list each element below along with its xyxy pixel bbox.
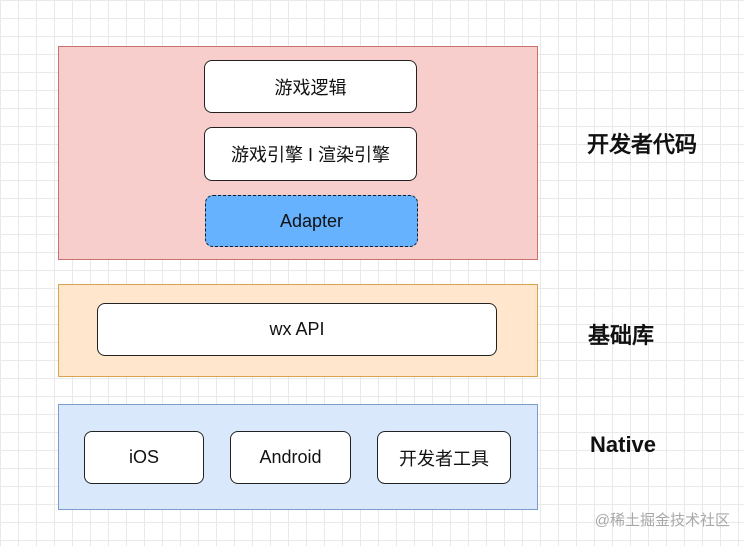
game-logic-box: 游戏逻辑 [204,60,417,113]
developer-tools-box: 开发者工具 [377,431,511,484]
watermark: @稀土掘金技术社区 [594,512,730,529]
game-engine-render-engine-box: 游戏引擎 I 渲染引擎 [204,127,417,181]
adapter-box: Adapter [205,195,418,247]
native-label: Native [590,432,657,457]
base-library-label: 基础库 [588,323,655,348]
ios-box: iOS [84,431,204,484]
wx-api-box: wx API [97,303,497,356]
developer-code-label: 开发者代码 [587,132,698,157]
android-box: Android [230,431,351,484]
